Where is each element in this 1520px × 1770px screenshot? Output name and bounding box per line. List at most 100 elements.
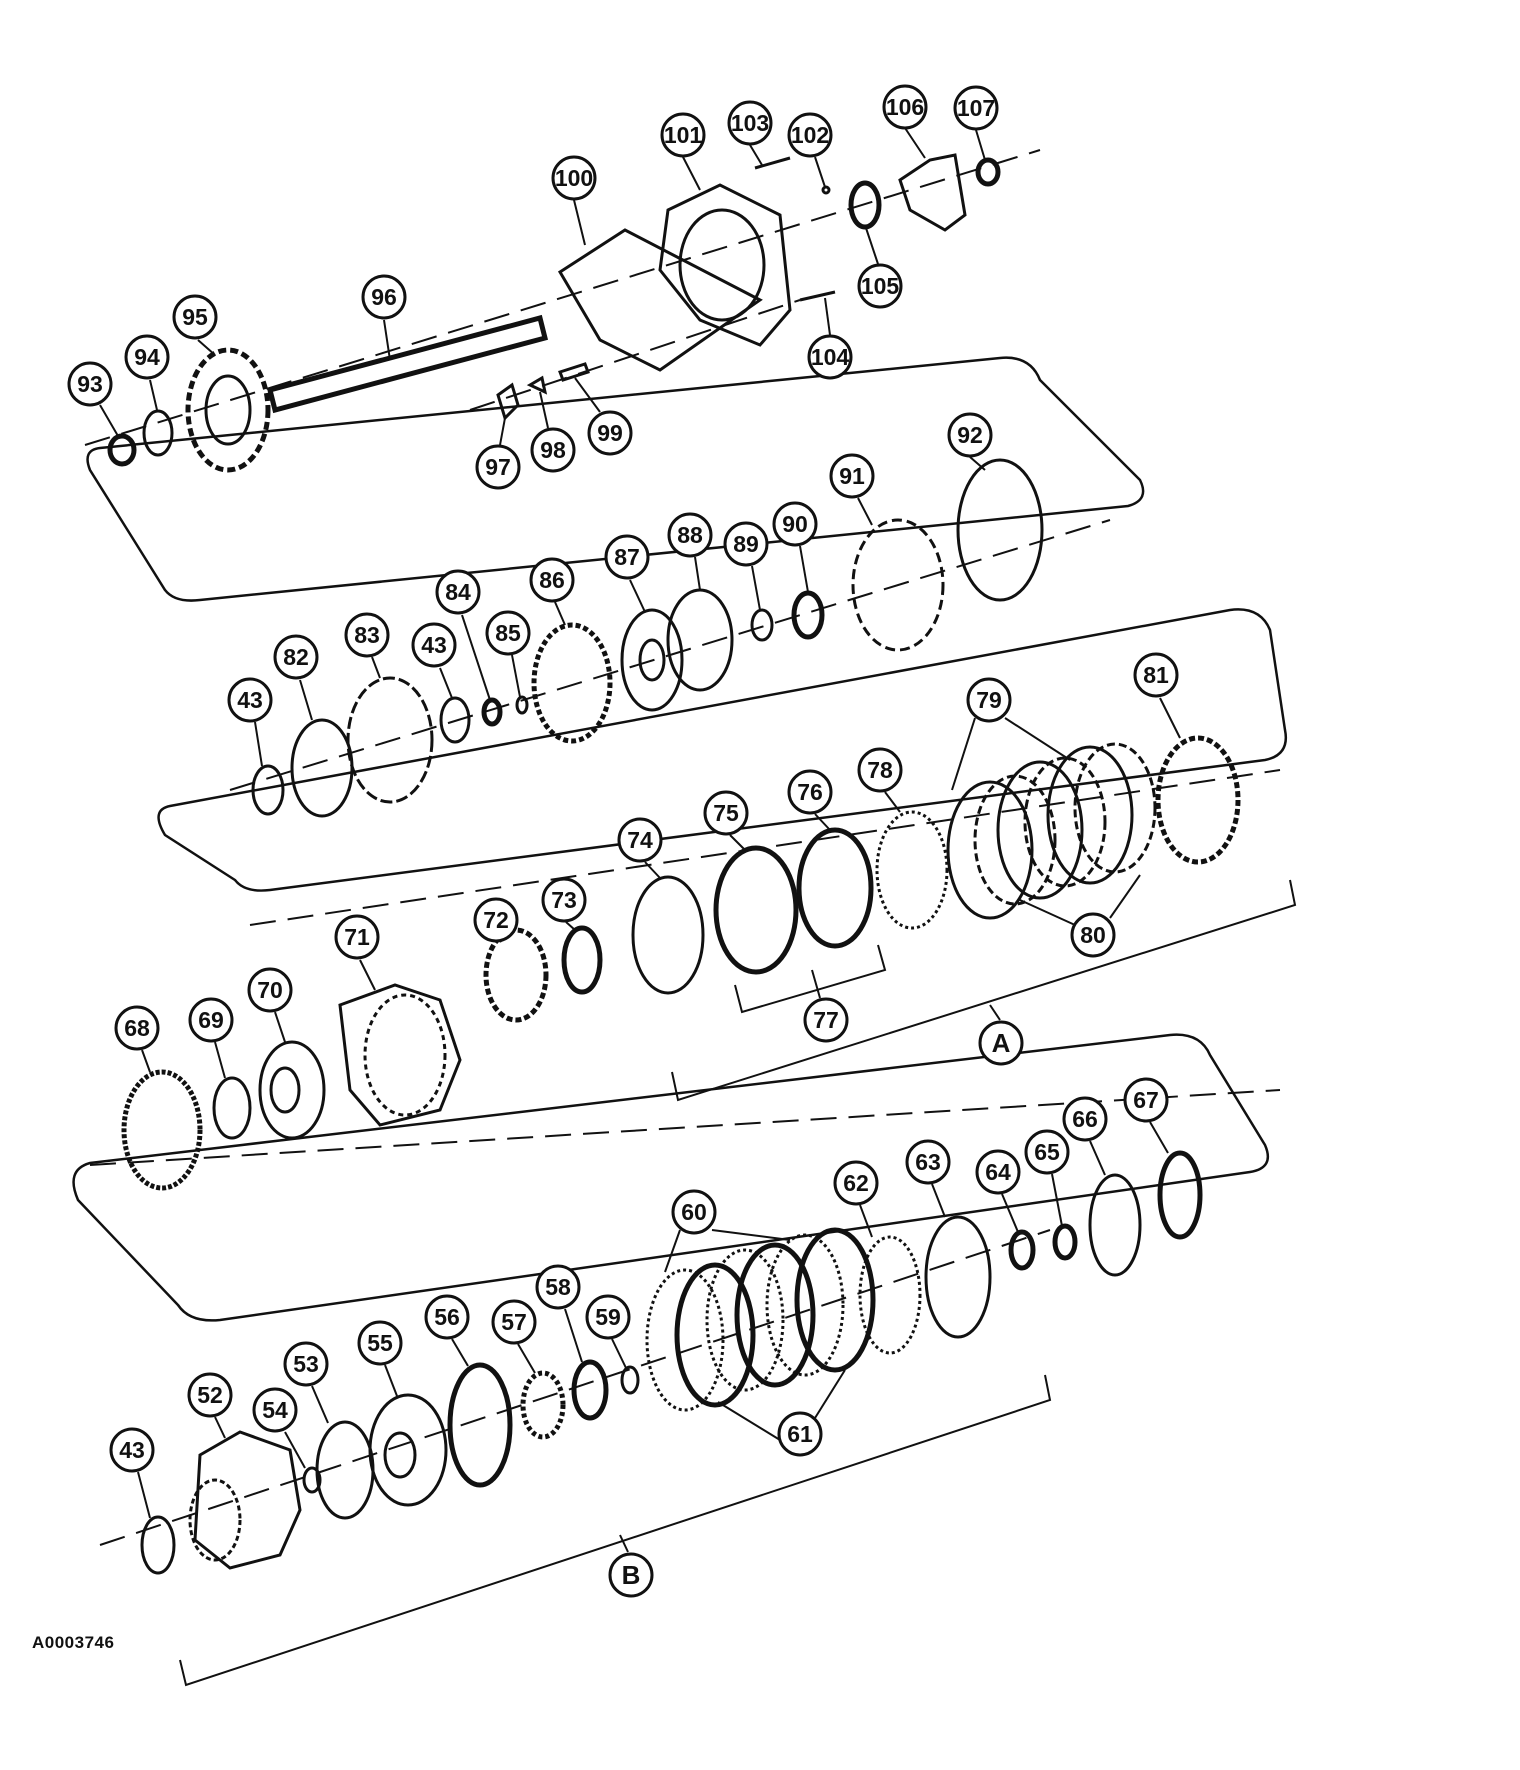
callout-A: A	[978, 1020, 1024, 1066]
callout-circle	[671, 1189, 717, 1235]
callout-54: 54	[252, 1387, 298, 1433]
callout-circle	[1070, 912, 1116, 958]
callout-circle	[1133, 652, 1179, 698]
part-71-hub	[363, 993, 447, 1117]
leader-94	[149, 379, 158, 411]
callout-92: 92	[947, 412, 993, 458]
callout-number: 84	[445, 579, 471, 605]
leader-62	[859, 1204, 873, 1238]
part-55-hub	[383, 1431, 417, 1479]
callout-number: 82	[283, 644, 309, 670]
callout-75: 75	[703, 790, 749, 836]
callout-number: 64	[985, 1159, 1011, 1185]
leader-87	[629, 579, 646, 613]
part-92	[956, 458, 1044, 602]
callout-number: 92	[957, 422, 983, 448]
bracket-77	[734, 944, 887, 1014]
leader-59	[611, 1338, 627, 1369]
part-81	[1155, 735, 1241, 865]
callout-number: 66	[1072, 1106, 1098, 1132]
part-62	[858, 1235, 922, 1355]
callout-circle	[541, 877, 587, 923]
part-101-bore	[678, 208, 766, 322]
leader-68	[141, 1049, 151, 1073]
callout-number: 101	[664, 122, 703, 148]
part-103	[754, 156, 791, 170]
leader-55	[384, 1364, 398, 1397]
part-68	[121, 1069, 203, 1191]
callout-circle	[188, 997, 234, 1043]
callout-number: 106	[886, 94, 924, 120]
group-outline-upper	[86, 356, 1145, 602]
callout-58: 58	[535, 1264, 581, 1310]
part-43-b	[439, 696, 471, 744]
leader-43c	[137, 1471, 151, 1519]
part-66	[1088, 1173, 1142, 1277]
leader-101	[682, 156, 701, 191]
part-55	[368, 1393, 448, 1507]
callout-circle	[857, 263, 903, 309]
callout-61: 61	[777, 1411, 823, 1457]
callout-68: 68	[114, 1005, 160, 1051]
callout-circle	[587, 410, 633, 456]
part-95	[185, 347, 271, 473]
callout-86: 86	[529, 557, 575, 603]
callout-number: 78	[867, 757, 893, 783]
part-104	[799, 290, 836, 302]
leader-100	[573, 199, 586, 246]
callout-82: 82	[273, 634, 319, 680]
callout-number: 53	[293, 1351, 319, 1377]
part-43-a	[251, 764, 285, 816]
callout-number: 58	[545, 1274, 571, 1300]
leader-86	[554, 601, 566, 626]
callout-98: 98	[530, 427, 576, 473]
leader-43a	[254, 721, 263, 767]
callout-77: 77	[803, 997, 849, 1043]
callout-circle	[475, 444, 521, 490]
part-75	[713, 845, 799, 975]
part-70	[258, 1040, 326, 1140]
part-91	[851, 518, 945, 652]
part-76	[796, 827, 874, 949]
callout-number: 71	[344, 924, 370, 950]
part-87	[620, 608, 684, 712]
callout-107: 107	[953, 85, 999, 131]
callout-72: 72	[473, 897, 519, 943]
callout-100: 100	[551, 155, 597, 201]
leader-80b	[1109, 874, 1141, 919]
callout-number: 85	[495, 620, 521, 646]
callout-circle	[67, 361, 113, 407]
callout-circle	[660, 112, 706, 158]
callout-circle	[857, 747, 903, 793]
part-61-b	[734, 1242, 816, 1388]
callout-circle	[966, 677, 1012, 723]
callout-circle	[491, 1299, 537, 1345]
leader-61b	[814, 1369, 846, 1419]
part-57	[520, 1370, 566, 1440]
brackets	[179, 879, 1297, 1687]
part-72	[483, 927, 549, 1023]
callout-circle	[172, 294, 218, 340]
callout-circle	[529, 557, 575, 603]
callout-number: 95	[182, 304, 208, 330]
callout-circle	[1062, 1096, 1108, 1142]
axis-upper	[84, 149, 1041, 446]
part-106	[898, 153, 967, 232]
part-52-hub	[188, 1478, 242, 1562]
leader-58	[564, 1308, 583, 1363]
leader-76	[814, 813, 831, 831]
callout-number: 83	[354, 622, 380, 648]
callout-circle	[273, 634, 319, 680]
callout-circle	[530, 427, 576, 473]
callout-circle	[334, 914, 380, 960]
callout-circle	[703, 790, 749, 836]
callout-number: 89	[733, 531, 759, 557]
leader-103	[749, 144, 763, 166]
callout-number: 70	[257, 977, 283, 1003]
part-79-a	[946, 780, 1034, 920]
part-80-b	[1023, 756, 1107, 888]
part-56	[447, 1362, 513, 1488]
callout-55: 55	[357, 1320, 403, 1366]
callout-number: 88	[677, 522, 703, 548]
